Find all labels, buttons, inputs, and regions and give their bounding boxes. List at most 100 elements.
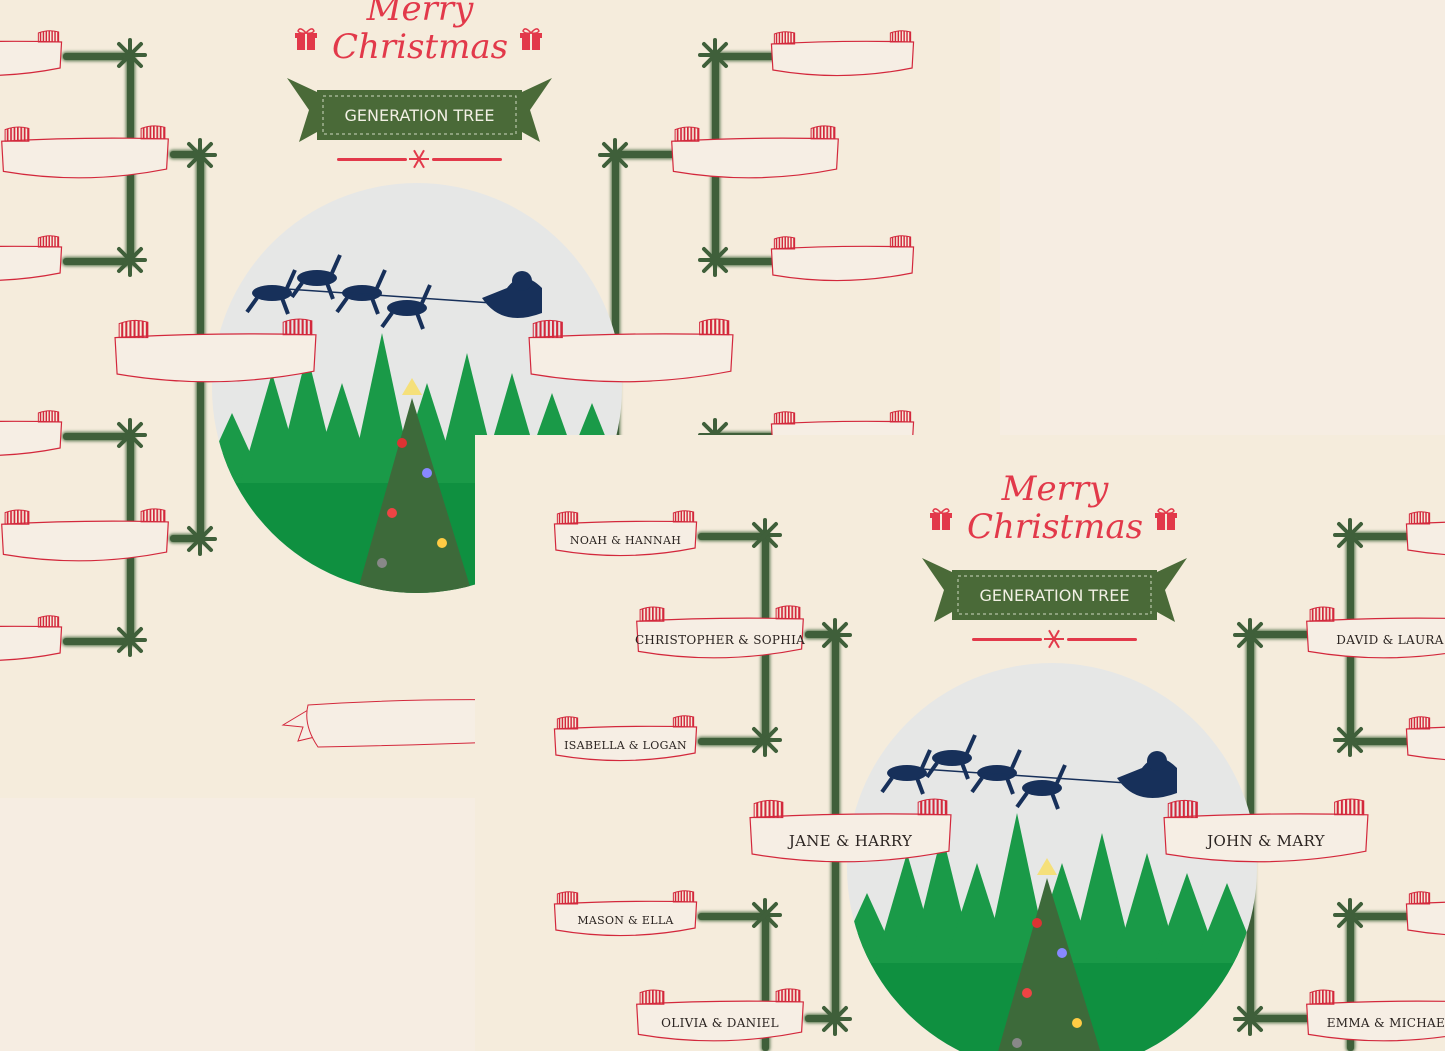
garland-branch (715, 53, 775, 60)
pine-star-icon (818, 1002, 852, 1036)
name-scroll[interactable]: Isabella & Logan (553, 715, 698, 765)
scroll-shape (113, 318, 318, 388)
gift-icon (520, 27, 542, 51)
scroll-name-label (0, 46, 63, 75)
name-scroll[interactable] (0, 30, 63, 80)
name-scroll[interactable] (770, 30, 915, 80)
scroll-name-label: Christopher & Sophia (634, 633, 806, 648)
pine-star-icon (113, 623, 147, 657)
pine-star-icon (113, 418, 147, 452)
garland-branch (1347, 913, 1354, 1051)
scroll-name-label (113, 340, 318, 381)
scroll-name-label (1405, 731, 1445, 760)
divider-line (972, 638, 1042, 641)
generation-tree-ribbon: GENERATION TREE (922, 550, 1187, 630)
scroll-name-label: Olivia & Daniel (661, 1016, 779, 1031)
divider-line (432, 158, 502, 161)
scroll-shape (0, 615, 63, 665)
title-merry: Merry (1001, 469, 1109, 509)
divider-line (337, 158, 407, 161)
garland-branch (1250, 631, 1310, 638)
scroll-name-label: Jane & Harry (788, 831, 913, 850)
name-scroll[interactable]: Olivia & Daniel (635, 988, 805, 1046)
name-scroll[interactable] (0, 235, 63, 285)
name-scroll[interactable] (0, 410, 63, 460)
scroll-name-label (0, 527, 170, 561)
garland-branch (1350, 913, 1410, 920)
pine-star-icon (1233, 618, 1267, 652)
generation-tree-label: GENERATION TREE (344, 106, 495, 125)
scroll-name-label (0, 631, 63, 660)
garland-branch (698, 913, 768, 920)
pine-star-icon (183, 138, 217, 172)
scroll-shape (1162, 798, 1370, 868)
scroll-name-label (1405, 906, 1445, 935)
scroll-shape (1405, 890, 1445, 940)
scroll-name-label: Isabella & Logan (564, 739, 687, 752)
garland-branch (715, 258, 775, 265)
pine-star-icon (598, 138, 632, 172)
scroll-name-label (527, 340, 735, 381)
name-scroll[interactable] (770, 235, 915, 285)
scroll-shape (553, 510, 698, 560)
garland-branch (63, 433, 133, 440)
snowflake-icon (408, 148, 430, 170)
scroll-name-label: Emma & Michael (1326, 1016, 1445, 1031)
gift-icon (1155, 507, 1177, 531)
generation-tree-ribbon: GENERATION TREE (287, 70, 552, 150)
name-scroll[interactable]: Emma & Michael (1305, 988, 1445, 1046)
scroll-shape (1305, 988, 1445, 1046)
scroll-name-label: Noah & Hannah (569, 534, 682, 547)
pine-star-icon (698, 243, 732, 277)
scroll-shape (0, 30, 63, 80)
garland-branch (63, 53, 133, 60)
name-scroll[interactable] (0, 508, 170, 566)
garland-branch (698, 533, 768, 540)
garland-branch (615, 151, 675, 158)
name-scroll[interactable] (1405, 510, 1445, 560)
name-scroll[interactable] (1405, 890, 1445, 940)
pine-star-icon (748, 898, 782, 932)
pine-star-icon (1333, 723, 1367, 757)
pine-star-icon (113, 38, 147, 72)
scroll-name-label: David & Laura (1336, 633, 1444, 648)
garland-branch (1250, 1015, 1310, 1022)
pine-star-icon (183, 522, 217, 556)
title-christmas: Christmas (331, 27, 509, 67)
garland-branch (63, 258, 133, 265)
scroll-shape (0, 125, 170, 183)
name-scroll[interactable] (670, 125, 840, 183)
garland-branch (762, 913, 769, 1051)
scroll-shape (670, 125, 840, 183)
scroll-name-label (0, 426, 63, 455)
name-scroll[interactable]: John & Mary (1162, 798, 1370, 868)
scroll-shape (553, 715, 698, 765)
garland-branch (1350, 533, 1410, 540)
pine-star-icon (1333, 898, 1367, 932)
scroll-shape (635, 988, 805, 1046)
name-scroll[interactable]: Noah & Hannah (553, 510, 698, 560)
scroll-name-label (0, 144, 170, 178)
name-scroll[interactable] (527, 318, 735, 388)
pine-star-icon (818, 618, 852, 652)
scroll-shape (748, 798, 953, 868)
name-scroll[interactable]: Christopher & Sophia (635, 605, 805, 663)
pine-star-icon (698, 38, 732, 72)
scroll-shape (0, 235, 63, 285)
name-scroll[interactable]: Mason & Ella (553, 890, 698, 940)
name-scroll[interactable]: David & Laura (1305, 605, 1445, 663)
generation-tree-label: GENERATION TREE (979, 586, 1130, 605)
name-scroll[interactable] (1405, 715, 1445, 765)
pine-star-icon (113, 243, 147, 277)
scroll-shape (0, 410, 63, 460)
name-scroll[interactable] (113, 318, 318, 388)
name-scroll[interactable] (0, 615, 63, 665)
pine-star-icon (748, 518, 782, 552)
pine-star-icon (748, 723, 782, 757)
scroll-name-label (770, 251, 915, 280)
scroll-shape (553, 890, 698, 940)
name-scroll[interactable]: Jane & Harry (748, 798, 953, 868)
name-scroll[interactable] (0, 125, 170, 183)
